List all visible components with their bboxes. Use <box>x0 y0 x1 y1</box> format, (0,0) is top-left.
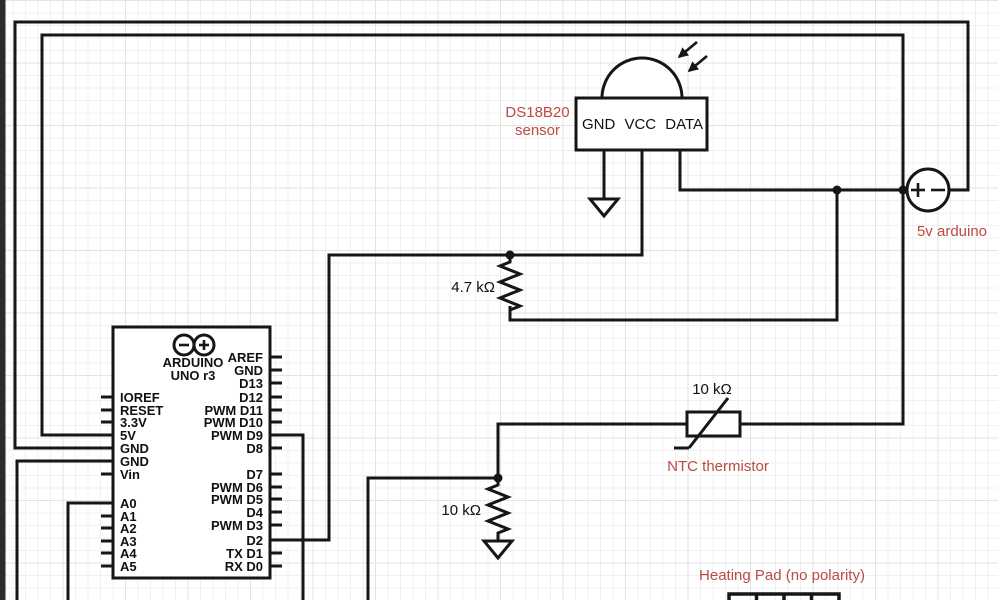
arduino-pin-right-d2: D2 <box>246 533 263 548</box>
heating-pad-annotation: Heating Pad (no polarity) <box>699 567 865 584</box>
arduino-pin-right-pwm-d10: PWM D10 <box>203 415 263 430</box>
arduino-pin-left-a3: A3 <box>120 534 137 549</box>
arduino-pin-right-d7: D7 <box>246 467 263 482</box>
wire-5v-rail <box>40 33 905 437</box>
resistor-icon <box>483 478 513 542</box>
pulldown-value-label: 10 kΩ <box>441 502 481 519</box>
arduino-pin-right-tx-d1: TX D1 <box>226 546 263 561</box>
heating-pad-shape <box>727 592 841 600</box>
wire-gnd2-down <box>15 459 113 600</box>
arduino-body <box>111 325 272 580</box>
ground-icon <box>480 539 516 561</box>
resistor-icon <box>495 255 525 312</box>
arduino-pin-left-gnd: GND <box>120 441 149 456</box>
sensor-pin-labels: GND VCC DATA <box>581 116 704 133</box>
light-arrows-icon <box>677 41 708 72</box>
arduino-pin-right-pwm-d6: PWM D6 <box>211 480 263 495</box>
power-source-icon <box>905 167 951 213</box>
pullup-value-label: 4.7 kΩ <box>451 279 495 296</box>
junction-dot <box>898 185 908 195</box>
arduino-title-line1: ARDUINO <box>162 355 224 370</box>
arduino-pin-right-pwm-d9: PWM D9 <box>211 428 263 443</box>
wire-data-pullup <box>508 190 839 322</box>
arduino-pin-left-gnd: GND <box>120 454 149 469</box>
arduino-pin-left-3.3v: 3.3V <box>120 415 147 430</box>
sensor-dome <box>600 56 684 100</box>
thermistor-icon <box>674 397 742 450</box>
wire-data <box>678 150 907 192</box>
sensor-body <box>574 96 709 152</box>
arduino-pin-left-vin: Vin <box>120 467 140 482</box>
arduino-pin-left-ioref: IOREF <box>120 390 160 405</box>
ground-icon <box>586 197 622 219</box>
wire-gnd-rail <box>13 20 970 450</box>
arduino-pin-left-a0: A0 <box>120 496 137 511</box>
wire-d2-vcc <box>270 150 644 542</box>
arduino-pin-right-d8: D8 <box>246 441 263 456</box>
arduino-pin-left-a2: A2 <box>120 521 137 536</box>
arduino-pin-left-a1: A1 <box>120 509 137 524</box>
ntc-annotation: NTC thermistor <box>667 458 769 475</box>
arduino-pin-left-a4: A4 <box>120 546 137 561</box>
wire-d9-down <box>270 433 305 600</box>
junction-dot <box>493 473 503 483</box>
arduino-pin-right-pwm-d5: PWM D5 <box>211 492 263 507</box>
power-source-annotation: 5v arduino <box>916 223 988 240</box>
junction-dot <box>505 250 515 260</box>
left-edge-bar <box>0 0 6 600</box>
arduino-pin-right-pwm-d3: PWM D3 <box>211 518 263 533</box>
wire-a0-down <box>66 501 113 600</box>
arduino-pin-right-aref: AREF <box>227 350 263 365</box>
arduino-pin-left-reset: RESET <box>120 403 164 418</box>
junction-dot <box>832 185 842 195</box>
ntc-value-label: 10 kΩ <box>692 381 732 398</box>
sensor-annotation-line2: sensor <box>514 122 561 139</box>
sensor-annotation-line1: DS18B20 <box>505 104 570 121</box>
arduino-logo-icon <box>172 333 216 357</box>
sensor-annotation: DS18B20 sensor <box>480 104 595 140</box>
arduino-pin-right-d12: D12 <box>239 390 263 405</box>
arduino-pin-left-5v: 5V <box>120 428 136 443</box>
arduino-pin-right-d4: D4 <box>246 505 263 520</box>
arduino-pin-left-a5: A5 <box>120 559 137 574</box>
arduino-title-line2: UNO r3 <box>170 368 216 383</box>
arduino-pin-right-rx-d0: RX D0 <box>224 559 263 574</box>
arduino-pin-right-d13: D13 <box>239 376 263 391</box>
arduino-pin-right-pwm-d11: PWM D11 <box>204 403 263 418</box>
arduino-pin-right-gnd: GND <box>234 363 263 378</box>
